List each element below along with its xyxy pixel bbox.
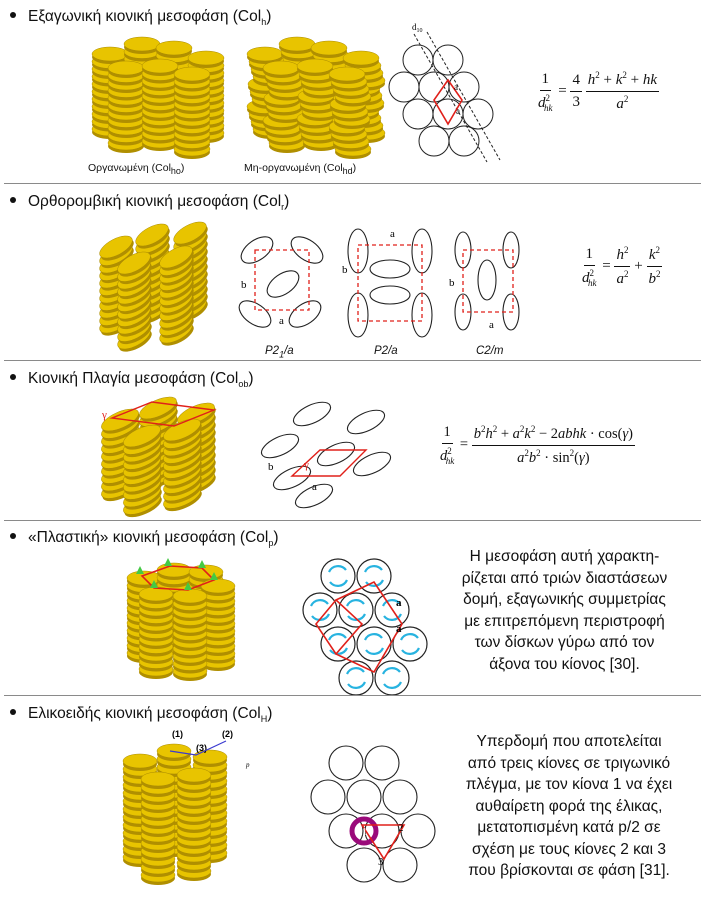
rect-c2m-label: C2/m <box>476 345 503 357</box>
bullet-icon <box>10 12 16 18</box>
helical-columns-figure: (1) (3) (2) p <box>100 729 250 899</box>
section-helical: Ελικοειδής κιονική μεσοφάση (ColH) (1) (… <box>0 695 705 905</box>
section-oblique: Κιονική Πλαγία μεσοφάση (Colob) γ γ b a … <box>0 360 705 520</box>
rect-p2a-b: b <box>342 264 348 276</box>
hex-disordered-columns-figure <box>238 36 388 156</box>
section-title-plastic: «Πλαστική» κιονική μεσοφάση (Colp) <box>10 529 279 548</box>
section-rectangular: Ορθορομβική κιονική μεσοφάση (Colr) b a … <box>0 183 705 360</box>
oblique-lattice-gamma: γ <box>303 459 309 471</box>
hex-ordered-label: Οργανωμένη (Colho) <box>88 162 184 176</box>
rect-p21a-label: P21/a <box>265 345 294 359</box>
helical-pitch-label: p <box>245 761 250 769</box>
rect-p2a-a: a <box>390 228 395 240</box>
oblique-lattice-b: b <box>268 461 274 473</box>
section-title-hexagonal: Εξαγωνική κιονική μεσοφάση (Colh) <box>10 8 271 27</box>
section-title-rectangular: Ορθορομβική κιονική μεσοφάση (Colr) <box>10 193 289 212</box>
helical-lattice-3: 3 <box>378 856 384 868</box>
bullet-icon <box>10 709 16 715</box>
helical-description: Υπερδομή που αποτελείται από τρεις κίονε… <box>438 731 700 882</box>
rect-p21a-lattice: b a <box>233 228 333 338</box>
helical-col1-label: (1) <box>172 729 183 739</box>
rect-p2a-lattice: a b <box>340 223 440 341</box>
bullet-icon <box>10 533 16 539</box>
rect-c2m-b: b <box>449 277 455 289</box>
helical-col3-label: (3) <box>196 743 207 753</box>
section-title-oblique: Κιονική Πλαγία μεσοφάση (Colob) <box>10 370 254 389</box>
plastic-lattice-a1: a <box>396 597 402 609</box>
section-plastic: «Πλαστική» κιονική μεσοφάση (Colp) a a Η… <box>0 520 705 695</box>
plastic-lattice: a a <box>300 562 430 692</box>
plastic-columns-figure <box>110 558 240 688</box>
rect-columns-figure <box>86 223 226 353</box>
hex-lattice-a2: a <box>456 106 460 116</box>
helical-lattice-1: 1 <box>362 827 367 838</box>
hex-lattice-d10: d10 <box>412 22 423 34</box>
plastic-lattice-a2: a <box>396 623 402 635</box>
plastic-description: Η μεσοφάση αυτή χαρακτη- ρίζεται από τρι… <box>432 546 697 675</box>
rect-c2m-a: a <box>489 319 494 331</box>
rect-c2m-lattice: b a <box>447 228 527 340</box>
oblique-lattice-a: a <box>312 481 317 493</box>
helical-lattice: 1 2 3 <box>318 747 438 887</box>
oblique-columns-figure: γ <box>86 396 226 516</box>
helical-lattice-2: 2 <box>398 822 404 834</box>
oblique-fig-gamma: γ <box>101 409 107 421</box>
section-hexagonal: Εξαγωνική κιονική μεσοφάση (Colh) Οργανω… <box>0 0 705 183</box>
rect-p21a-b: b <box>241 279 247 291</box>
rect-p21a-a: a <box>279 315 284 327</box>
hex-lattice-diagram: a a d10 <box>392 42 502 172</box>
hex-disordered-label: Μη-οργανωμένη (Colhd) <box>244 162 356 176</box>
hex-ordered-columns-figure <box>80 36 230 156</box>
section-title-helical: Ελικοειδής κιονική μεσοφάση (ColH) <box>10 705 272 724</box>
oblique-lattice: γ b a <box>262 402 392 512</box>
bullet-icon <box>10 197 16 203</box>
helical-col2-label: (2) <box>222 729 233 739</box>
rect-p2a-label: P2/a <box>374 345 398 357</box>
hex-lattice-a1: a <box>454 82 458 92</box>
bullet-icon <box>10 374 16 380</box>
